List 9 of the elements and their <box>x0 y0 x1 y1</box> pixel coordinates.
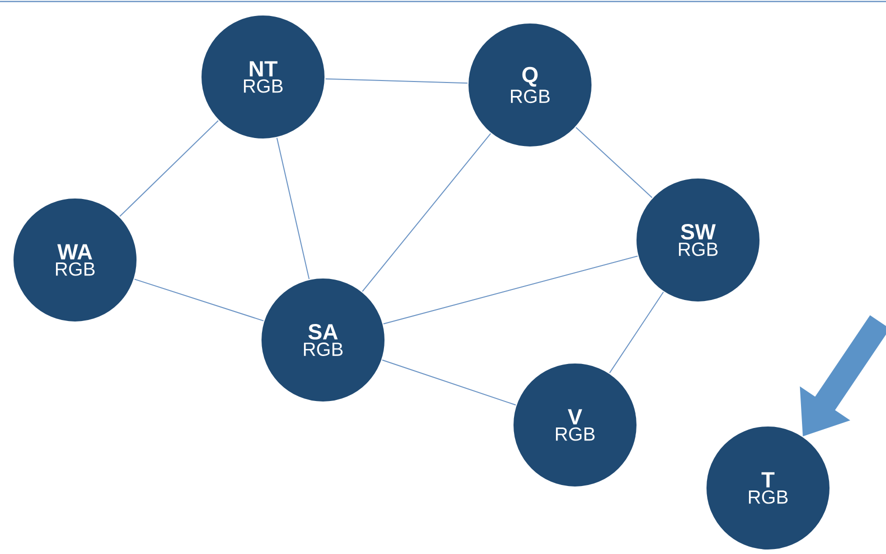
connector-line <box>362 133 492 292</box>
connector-line <box>382 359 516 406</box>
connector-line <box>134 278 264 322</box>
connector-line <box>382 256 638 324</box>
connector-line <box>575 126 653 198</box>
connector-line <box>119 120 219 217</box>
connector-line <box>276 137 310 280</box>
connector-line <box>609 292 664 374</box>
connector-line <box>324 78 468 84</box>
